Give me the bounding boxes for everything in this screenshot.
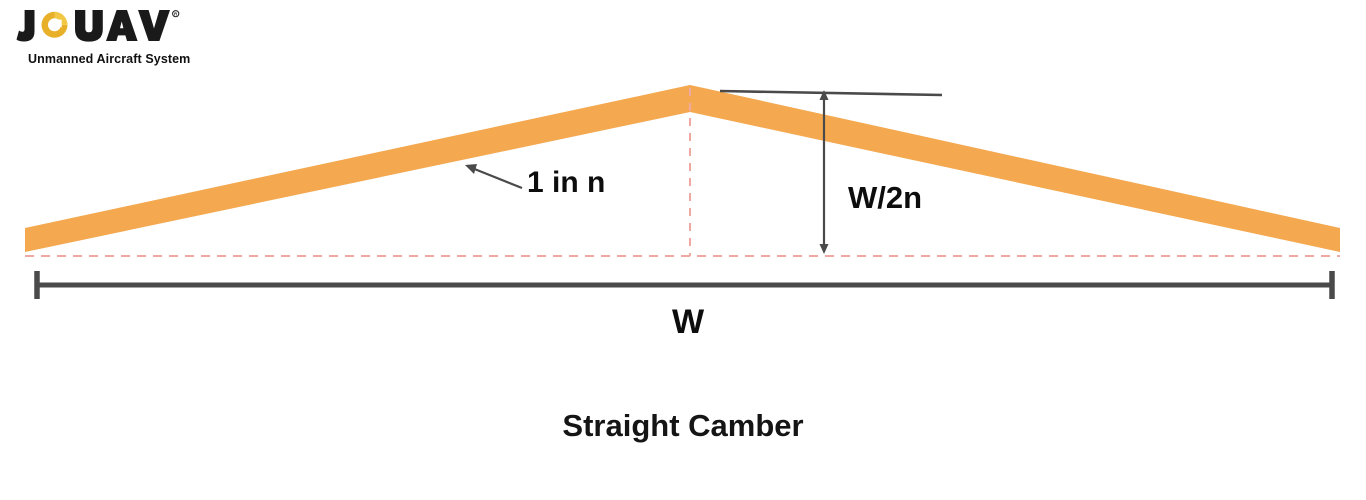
jouav-wordmark-icon: R <box>16 10 180 42</box>
span-label: W <box>672 303 705 341</box>
slope-label: 1 in n <box>527 166 606 199</box>
registered-mark-icon: R <box>172 10 180 18</box>
svg-text:R: R <box>174 12 177 17</box>
diagram-caption: Straight Camber <box>562 408 804 443</box>
rise-label: W/2n <box>848 180 923 215</box>
span-dimension-line <box>34 271 1335 299</box>
slope-leader-arrow <box>465 164 523 190</box>
brand-logo: R Unmanned Aircraft System <box>14 8 214 68</box>
brand-tagline: Unmanned Aircraft System <box>28 52 191 66</box>
rise-dimension-arrow <box>819 90 829 254</box>
camber-band-shape <box>25 85 1340 252</box>
apex-reference-line <box>719 89 943 97</box>
